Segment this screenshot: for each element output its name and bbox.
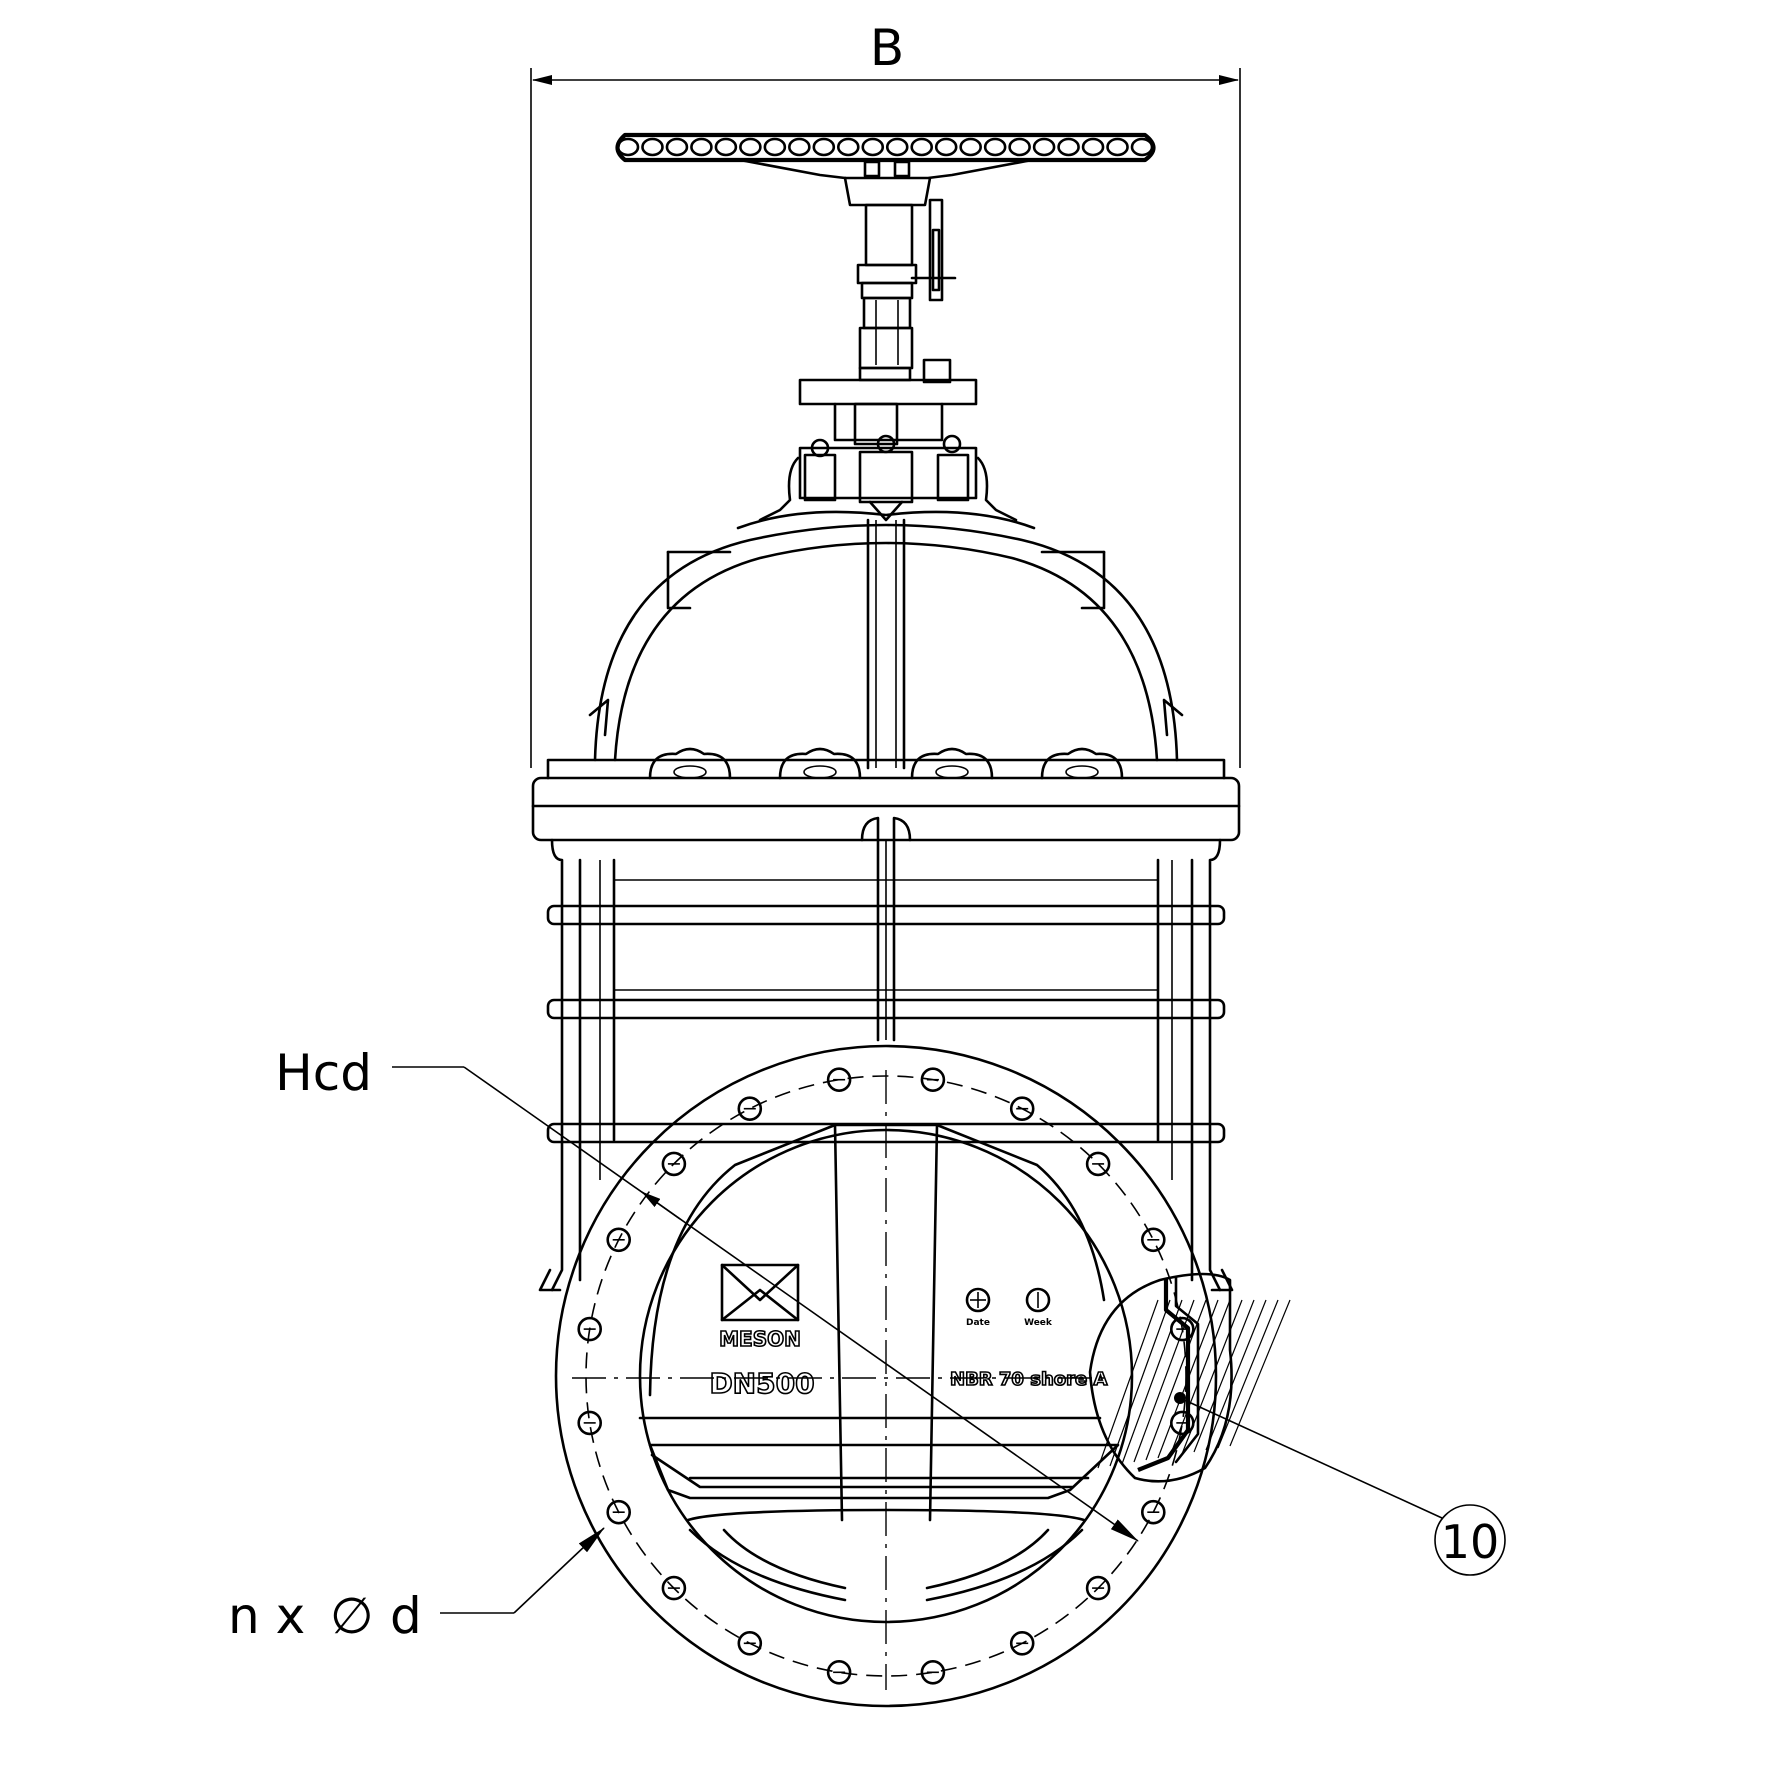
bonnet-bolt-head (935, 765, 969, 779)
diameter-symbol: ∅ (330, 1587, 374, 1645)
seal-material-mark: NBR 70 shore A (950, 1369, 1107, 1390)
handwheel-grip (1032, 137, 1056, 157)
bonnet-bolt-lug (648, 747, 732, 780)
nominal-size-mark: DN500 (709, 1367, 814, 1400)
handwheel (615, 132, 1156, 207)
flange-bolt-hole (606, 1499, 632, 1525)
stem-assembly (798, 198, 978, 446)
body-flange-band (531, 747, 1241, 842)
flange-bolt-hole (1009, 1096, 1035, 1121)
flange-bolt-hole (1141, 1227, 1166, 1253)
handwheel-grip (812, 137, 836, 157)
handwheel-grip (910, 137, 934, 157)
section-hatch-line (1205, 1299, 1267, 1451)
section-hatch-line (1181, 1299, 1243, 1455)
flange-bolt-hole (1141, 1499, 1166, 1525)
width-dimension-label: B (870, 19, 904, 77)
bonnet-top (736, 434, 1036, 530)
bonnet-bolt-head (1065, 765, 1099, 779)
flange-bolt-hole (606, 1227, 632, 1253)
flange-bolt-hole (577, 1316, 603, 1342)
section-hatch-line (1193, 1299, 1255, 1453)
flange-bolt-hole (920, 1660, 946, 1685)
flange-bolt-hole (920, 1067, 946, 1092)
handwheel-grip (1130, 137, 1154, 157)
section-hatch-line (1217, 1299, 1279, 1449)
handwheel-grip (983, 137, 1007, 157)
section-hatch-line (1097, 1299, 1159, 1469)
handwheel-grip (714, 137, 738, 157)
section-hatch-line (1229, 1299, 1291, 1447)
bonnet-bolt-lug (1040, 747, 1124, 780)
section-breakout (1088, 1272, 1291, 1483)
part-callout-number: 10 (1441, 1515, 1500, 1569)
hcd-dimension-label: Hcd (275, 1044, 372, 1102)
brand-logo: MESON (718, 1263, 802, 1352)
bore-internals (638, 1123, 1120, 1602)
bolt-hole-diameter-label: d (390, 1587, 422, 1645)
bonnet-bolt-lug (910, 747, 994, 780)
handwheel-grip (885, 137, 909, 157)
centre-lines (572, 1070, 1110, 1690)
bonnet-bolt-lug (778, 747, 862, 780)
handwheel-grip (1057, 137, 1080, 157)
flange-bolt-hole (577, 1410, 603, 1436)
bolt-hole-count-label: n x (228, 1587, 305, 1645)
handwheel-grip (836, 137, 860, 157)
bonnet-dome (588, 518, 1184, 770)
casting-marks: MESON DN500 NBR 70 shore A Date Week (709, 1263, 1108, 1401)
handwheel-grip (959, 137, 982, 157)
handwheel-grip (1081, 137, 1105, 157)
width-dimension: B (530, 19, 1241, 768)
part-callout: 10 (1179, 1397, 1506, 1576)
section-hatch-line (1109, 1299, 1171, 1467)
section-hatch-line (1145, 1299, 1207, 1461)
flange-bolt-hole (661, 1575, 687, 1601)
flange-bolt-hole (1009, 1631, 1035, 1656)
hcd-dimension: Hcd (275, 1044, 1139, 1542)
section-hatch-line (1121, 1299, 1183, 1465)
flange-bolt-hole (737, 1631, 763, 1656)
brand-name: MESON (719, 1327, 801, 1351)
week-dial-label: Week (1024, 1318, 1053, 1328)
bonnet-bolt-head (803, 765, 837, 779)
flange-bolt-hole (826, 1660, 852, 1685)
handwheel-grip (690, 137, 713, 157)
flange-bolt-hole (737, 1096, 763, 1121)
bolt-hole-dimension: n x ∅ d (228, 1527, 605, 1645)
handwheel-grip (641, 137, 664, 157)
handwheel-grip (616, 137, 640, 157)
flange-bolt-hole (661, 1151, 687, 1177)
date-dial-label: Date (966, 1318, 990, 1328)
handwheel-grip (1106, 137, 1129, 157)
valve-body (538, 816, 1234, 1292)
handwheel-grip (934, 137, 958, 157)
handwheel-grip (1008, 137, 1031, 157)
handwheel-grip (861, 137, 885, 157)
handwheel-grip (763, 137, 787, 157)
handwheel-grip (788, 137, 811, 157)
section-hatch-line (1169, 1299, 1231, 1457)
handwheel-grip (739, 137, 762, 157)
flange-bolt-hole (1085, 1575, 1111, 1601)
handwheel-grip (665, 137, 689, 157)
flange-bolt-hole (826, 1067, 852, 1092)
bonnet-bolt-head (673, 765, 707, 779)
flange-bolt-hole (1085, 1151, 1111, 1177)
